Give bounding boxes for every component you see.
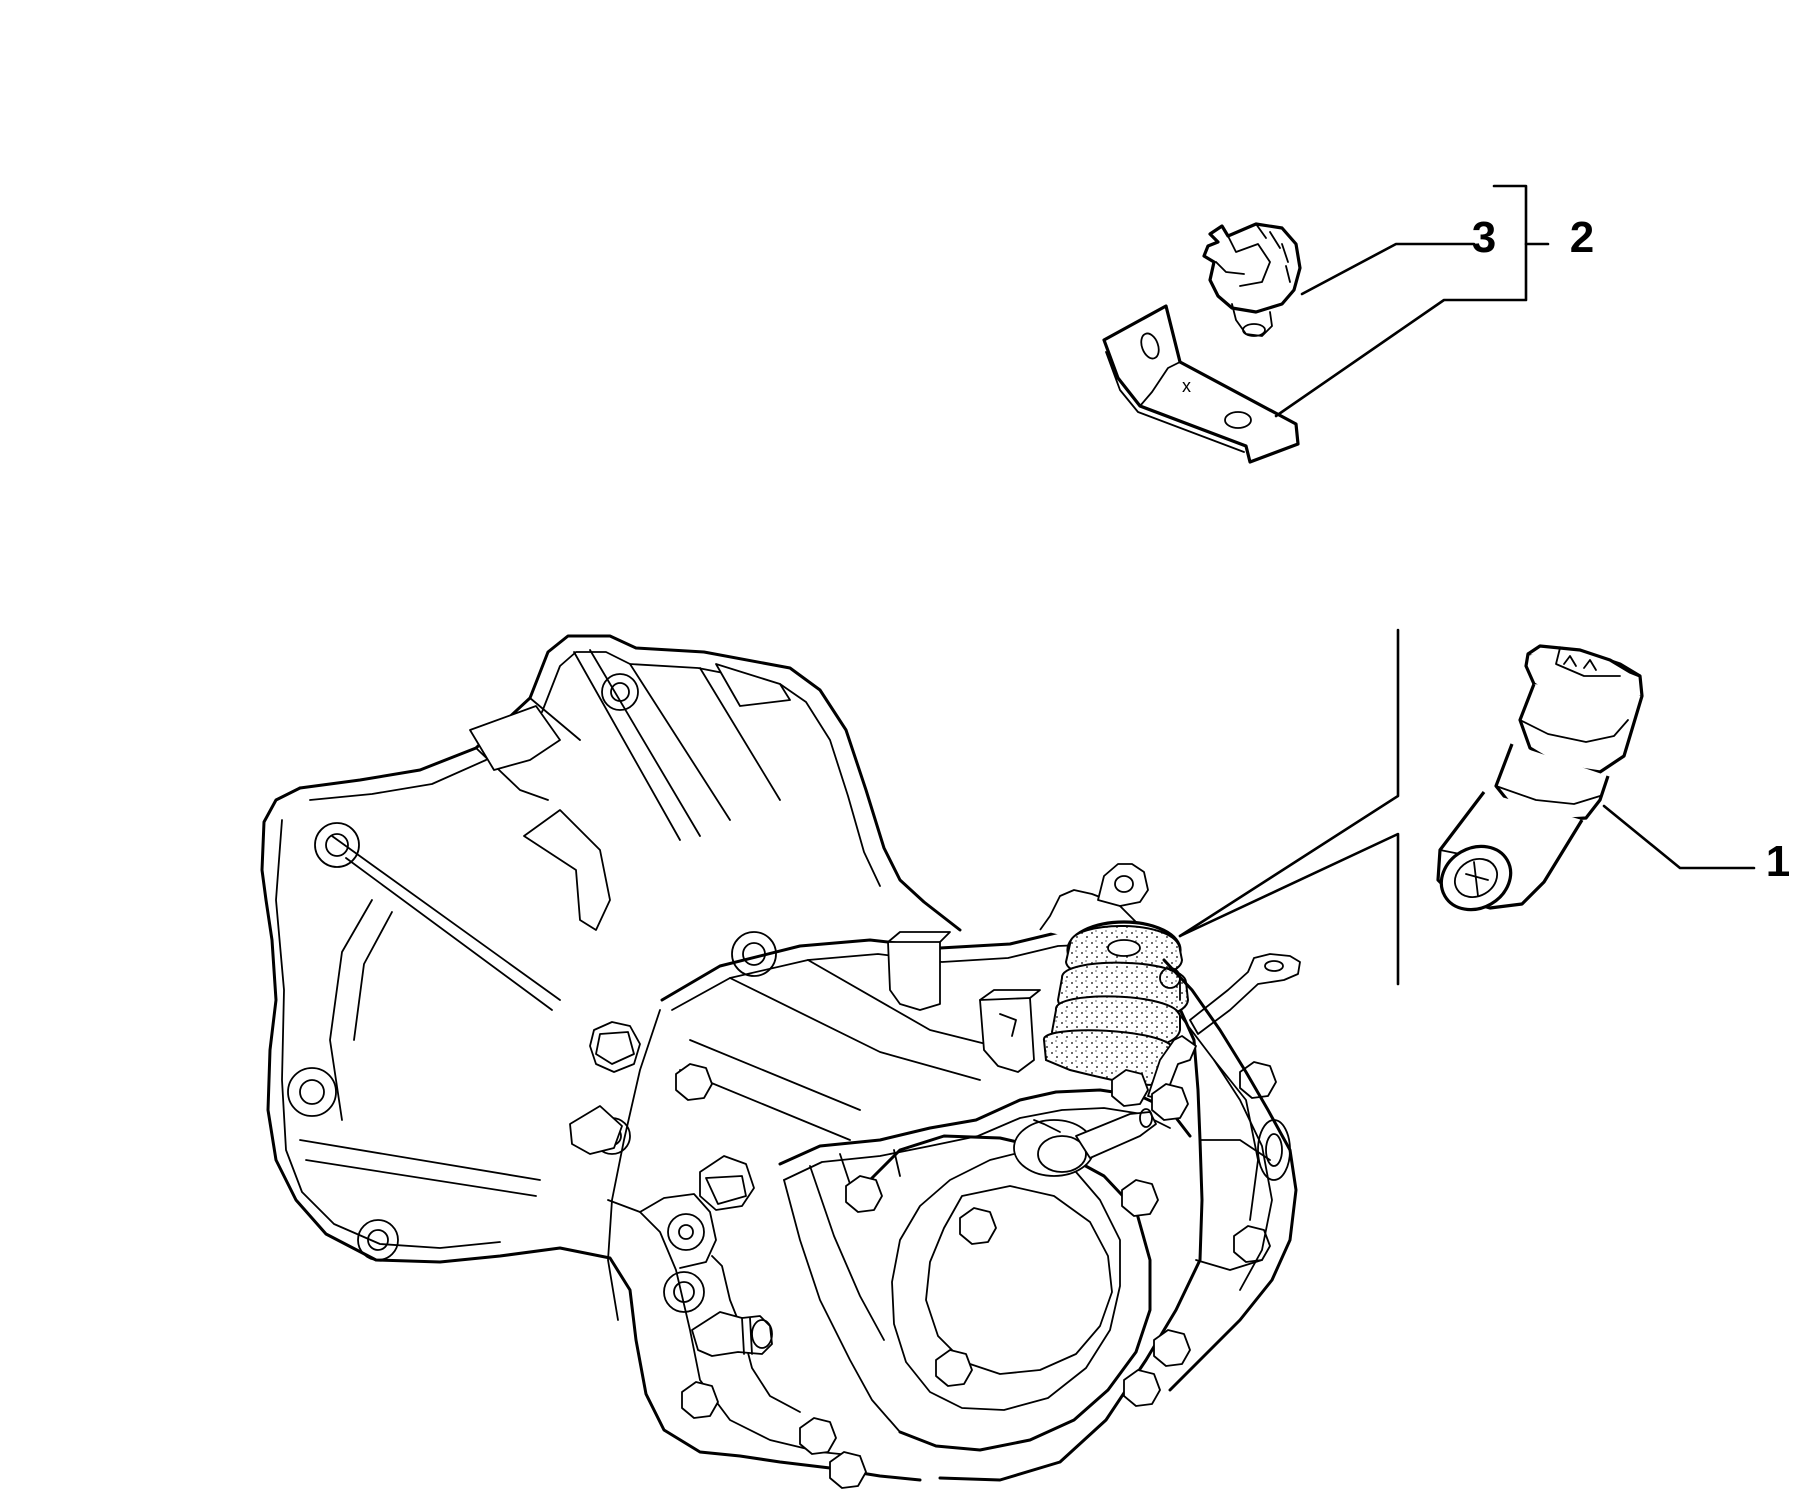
housing-bolts — [675, 1061, 1277, 1489]
speed-sensor-part — [1436, 644, 1644, 912]
callout-2-label: 2 — [1570, 213, 1594, 262]
callout-3-leader — [1300, 242, 1476, 296]
bracket-part: x — [1102, 304, 1300, 464]
callout-3-label: 3 — [1472, 213, 1496, 262]
bracket-mark: x — [1182, 376, 1191, 396]
clip-part — [1202, 222, 1302, 337]
callout-2-bracket-leader — [1274, 184, 1550, 418]
gearbox-assembly — [260, 634, 1301, 1489]
callout-1-label: 1 — [1766, 837, 1790, 886]
callout-1-leader — [1178, 628, 1756, 986]
